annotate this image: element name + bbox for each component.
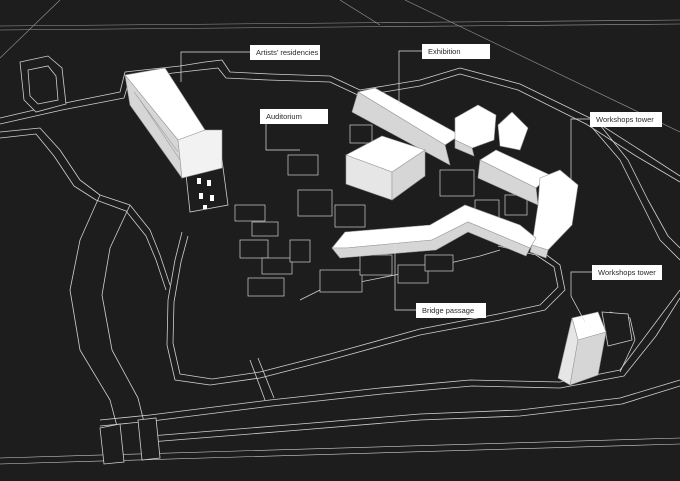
label-auditorium: Auditorium bbox=[260, 109, 328, 124]
artists-residencies-building bbox=[124, 67, 223, 180]
label-workshops-tower-upper: Workshops tower bbox=[590, 112, 662, 127]
bridge-passage-structure bbox=[331, 204, 537, 259]
context-lines bbox=[0, 0, 680, 133]
label-bridge-passage: Bridge passage bbox=[416, 303, 486, 318]
label-artists-residencies: Artists' residencies bbox=[250, 45, 320, 60]
courtyard-structures bbox=[234, 124, 528, 297]
label-exhibition: Exhibition bbox=[422, 44, 490, 59]
label-workshops-tower-lower: Workshops tower bbox=[592, 265, 662, 280]
workshops-tower-lower bbox=[557, 311, 607, 386]
auditorium-building bbox=[345, 135, 426, 201]
exhibition-building bbox=[351, 87, 529, 166]
workshops-tower-upper bbox=[477, 149, 579, 259]
bastions bbox=[19, 55, 633, 465]
